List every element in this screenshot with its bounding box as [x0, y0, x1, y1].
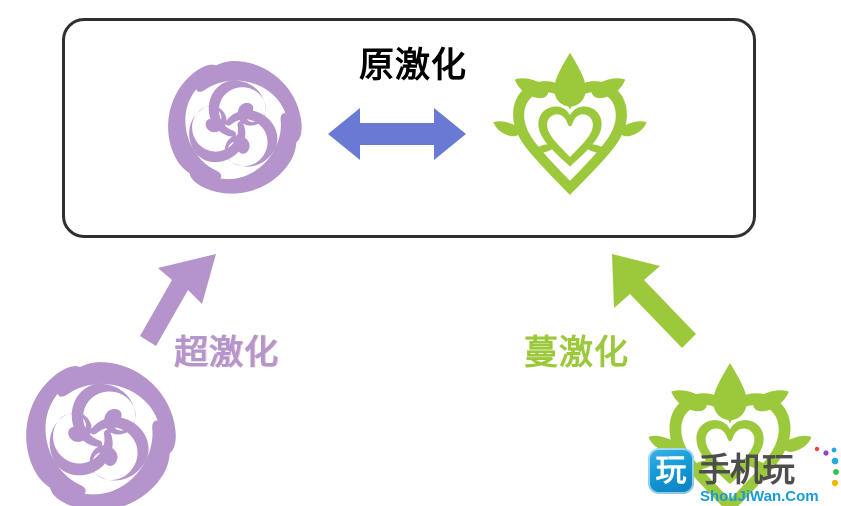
arrow-up-right-icon: [140, 252, 222, 348]
electro-element-icon: [150, 52, 318, 202]
double-arrow-horizontal-icon: [326, 104, 468, 164]
watermark-badge-icon: 玩: [648, 448, 694, 494]
arrow-up-left-icon: [608, 252, 698, 350]
watermark-badge-label: 玩: [655, 452, 687, 489]
reaction-label-spread: 蔓激化: [524, 334, 629, 372]
watermark-dots-icon: [808, 442, 841, 494]
dendro-element-icon: [490, 48, 650, 206]
reaction-title-quicken: 原激化: [358, 46, 467, 85]
dendro-element-icon-spread: [646, 358, 814, 506]
watermark: 玩 手机玩 ShouJiWan.Com: [648, 446, 841, 506]
reaction-label-aggravate: 超激化: [174, 334, 279, 372]
electro-element-icon-aggravate: [16, 352, 184, 506]
watermark-site-url: ShouJiWan.Com: [700, 488, 819, 505]
watermark-site-name: 手机玩: [698, 451, 795, 488]
